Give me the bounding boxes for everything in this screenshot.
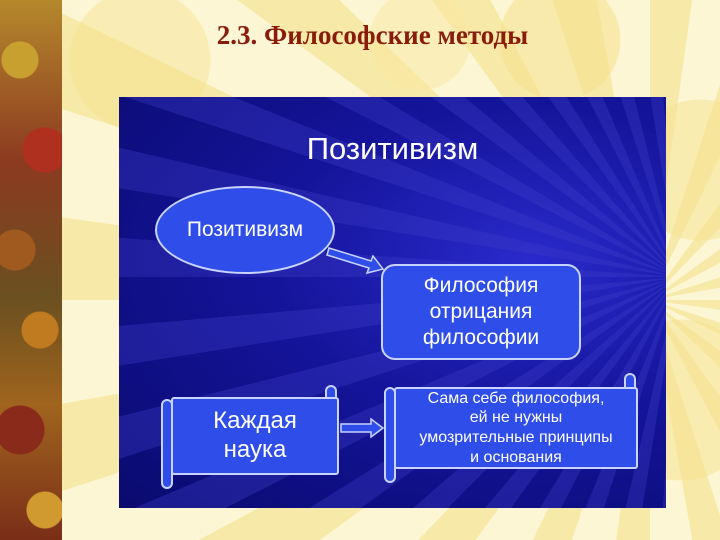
slide-title: 2.3. Философские методы [216, 20, 529, 50]
positivism-oval: Позитивизм [155, 186, 335, 274]
philosophy-negation-box: Философия отрицания философии [381, 264, 581, 360]
diagram-panel: Позитивизм Позитивизм Философия отрицани… [119, 97, 666, 508]
self-philosophy-scroll: Сама себе философия, ей не нужны умозрит… [394, 387, 638, 469]
arrow-left-scroll-to-right-scroll [340, 417, 385, 439]
decorative-left-strip [0, 0, 62, 540]
each-science-scroll: Каждая наука [171, 397, 339, 475]
diagram-heading: Позитивизм [306, 131, 479, 166]
diagram-arrows [326, 247, 385, 439]
arrow-oval-to-box [326, 247, 385, 275]
